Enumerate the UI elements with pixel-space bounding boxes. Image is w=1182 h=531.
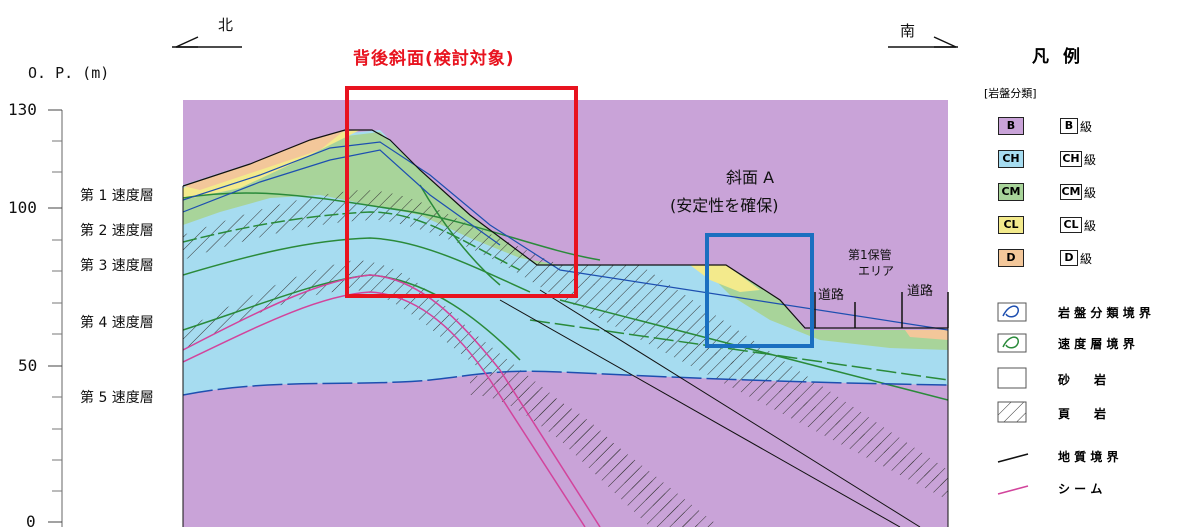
axis-unit-label: O. P. (m) xyxy=(28,64,110,82)
grade-d-mini: D xyxy=(1060,250,1078,266)
south-arrow-icon xyxy=(888,36,958,48)
slope-a-note: (安定性を確保) xyxy=(670,196,779,215)
legend-shale: 頁 岩 xyxy=(1058,407,1107,421)
sandstone-icon xyxy=(997,367,1027,389)
tick-130: 130 xyxy=(8,100,37,119)
grade-b-mini: B xyxy=(1060,118,1078,134)
storage-area-label-2: エリア xyxy=(858,264,895,278)
tick-0: 0 xyxy=(26,512,36,531)
grade-ch-mini: CH xyxy=(1060,151,1082,167)
grade-cl-mini: CL xyxy=(1060,217,1082,233)
grade-cm-label: 級 xyxy=(1084,186,1097,200)
grade-cm-mini: CM xyxy=(1060,184,1082,200)
road-markers xyxy=(814,292,949,328)
grade-d-label: 級 xyxy=(1080,252,1093,266)
grade-cm-swatch: CM xyxy=(998,183,1024,201)
rock-boundary-icon xyxy=(997,302,1027,322)
velocity-boundary-icon xyxy=(997,333,1027,353)
target-slope-title: 背後斜面(検討対象) xyxy=(353,49,515,69)
south-label: 南 xyxy=(900,22,916,40)
tick-50: 50 xyxy=(18,356,38,375)
legend-seam: シ ー ム xyxy=(1058,482,1103,496)
north-arrow-icon xyxy=(172,36,242,48)
grade-ch-label: 級 xyxy=(1084,153,1097,167)
grade-d-swatch: D xyxy=(998,249,1024,267)
legend-subtitle: [岩盤分類] xyxy=(984,87,1037,100)
geo-boundary-icon xyxy=(997,453,1029,463)
road-label-2: 道路 xyxy=(907,284,934,299)
geologic-section xyxy=(183,100,948,527)
legend-velocity-boundary: 速 度 層 境 界 xyxy=(1058,337,1135,351)
layer-label-2: 第 2 速度層 xyxy=(80,223,154,239)
layer-label-5: 第 5 速度層 xyxy=(80,390,154,406)
grade-ch-swatch: CH xyxy=(998,150,1024,168)
grade-b-swatch: B xyxy=(998,117,1024,135)
seam-icon xyxy=(997,485,1029,495)
legend-rock-boundary: 岩 盤 分 類 境 界 xyxy=(1058,306,1151,320)
legend-sandstone: 砂 岩 xyxy=(1058,373,1107,387)
grade-cl-label: 級 xyxy=(1084,219,1097,233)
legend-title: 凡例 xyxy=(1032,47,1094,67)
shale-icon xyxy=(997,401,1027,423)
legend-geo-boundary: 地 質 境 界 xyxy=(1058,450,1119,464)
layer-label-3: 第 3 速度層 xyxy=(80,258,154,274)
layer-label-4: 第 4 速度層 xyxy=(80,315,154,331)
grade-cl-swatch: CL xyxy=(998,216,1024,234)
storage-area-label: 第1保管 xyxy=(848,248,892,262)
slope-a-label: 斜面 A xyxy=(726,168,775,187)
slope-a-box xyxy=(705,233,814,348)
ground-surface xyxy=(182,129,948,329)
elevation-axis xyxy=(48,109,63,527)
north-label: 北 xyxy=(218,16,234,34)
target-slope-box xyxy=(345,86,578,298)
road-label-1: 道路 xyxy=(818,288,845,303)
tick-100: 100 xyxy=(8,198,37,217)
grade-b-label: 級 xyxy=(1080,120,1093,134)
layer-label-1: 第 1 速度層 xyxy=(80,188,154,204)
